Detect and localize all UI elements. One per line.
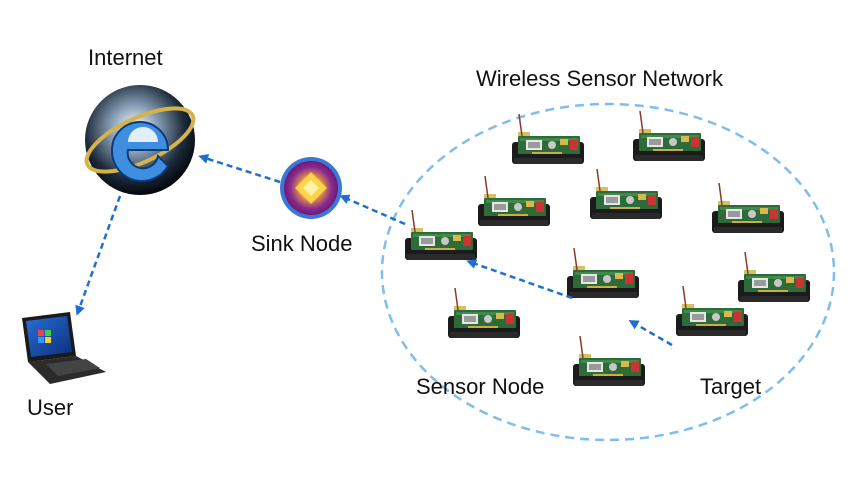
sink-node-label: Sink Node (251, 231, 353, 256)
globe-ie-icon (84, 85, 196, 195)
internet-label: Internet (88, 45, 163, 70)
arrow-internet-to-user (75, 195, 122, 316)
arrow-target-to-sensor (628, 320, 673, 347)
sensor-node-label: Sensor Node (416, 374, 545, 399)
sensor-mote-icon (404, 110, 811, 387)
arrow-sensor-to-sensor (466, 259, 573, 300)
arrow-sink-to-internet (198, 154, 281, 184)
wsn-label: Wireless Sensor Network (476, 66, 723, 91)
wsn-boundary (380, 102, 836, 442)
target-label: Target (700, 374, 762, 399)
arrow-sensor-to-sink (339, 194, 406, 226)
sink-node-icon (280, 157, 342, 219)
user-label: User (27, 395, 74, 420)
laptop-icon (22, 312, 106, 384)
data-flow-arrows (75, 154, 673, 347)
